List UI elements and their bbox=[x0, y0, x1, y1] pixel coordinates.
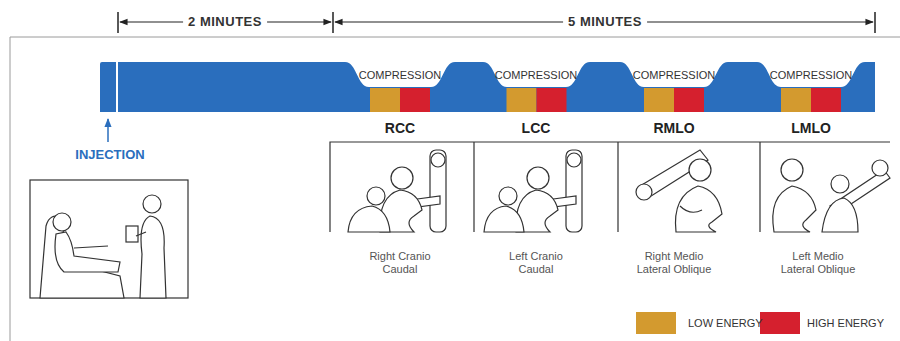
exposure-block bbox=[674, 88, 704, 112]
patient-body bbox=[55, 232, 120, 272]
view-code: LMLO bbox=[791, 120, 831, 136]
patient-arm bbox=[680, 206, 702, 212]
legend-swatch bbox=[636, 312, 676, 334]
phase-label: COMPRESSION bbox=[495, 69, 578, 82]
timeline-band bbox=[100, 62, 875, 112]
injection-marker bbox=[116, 62, 118, 112]
exposure-block bbox=[781, 88, 811, 112]
patient-head bbox=[689, 159, 711, 181]
view-code: RMLO bbox=[653, 120, 694, 136]
view-caption: Left Cranio Caudal bbox=[494, 250, 578, 275]
technician-body bbox=[484, 206, 524, 232]
injection-arrow bbox=[107, 119, 109, 142]
tube-head bbox=[636, 184, 652, 200]
scene-frame bbox=[30, 180, 188, 298]
technician-body bbox=[822, 198, 858, 232]
view-caption: Right Medio Lateral Oblique bbox=[632, 250, 716, 275]
patient-head bbox=[527, 167, 549, 189]
patient-head bbox=[781, 159, 803, 181]
bracket-tick bbox=[874, 12, 876, 33]
exposure-blocks bbox=[370, 88, 841, 112]
exposure-block bbox=[811, 88, 841, 112]
exposure-block bbox=[400, 88, 430, 112]
exposure-block bbox=[507, 88, 537, 112]
technician-head bbox=[831, 175, 849, 193]
bracket-tick bbox=[117, 12, 119, 33]
patient-head bbox=[391, 167, 413, 189]
mlo-view-figure bbox=[773, 159, 890, 232]
exposure-block bbox=[537, 88, 567, 112]
exposure-block bbox=[644, 88, 674, 112]
technician-head bbox=[367, 187, 385, 205]
bracket-tick bbox=[332, 12, 334, 33]
view-caption: Right Cranio Caudal bbox=[358, 250, 442, 275]
nurse-body bbox=[140, 216, 166, 298]
technician-head bbox=[499, 187, 517, 205]
mammography-unit bbox=[566, 150, 582, 232]
view-caption: Left Medio Lateral Oblique bbox=[776, 250, 860, 275]
legend-swatch bbox=[760, 312, 800, 334]
legend-text: LOW ENERGY bbox=[688, 317, 763, 330]
duration-label: 2 MINUTES bbox=[183, 15, 267, 30]
legend-text: HIGH ENERGY bbox=[807, 317, 884, 330]
view-panel-frame bbox=[330, 142, 890, 232]
view-code: RCC bbox=[385, 120, 415, 136]
nurse-arm bbox=[136, 232, 146, 236]
cc-view-figure bbox=[484, 150, 582, 232]
patient-body bbox=[773, 186, 816, 232]
tube-head bbox=[431, 153, 445, 167]
technician-body bbox=[348, 206, 390, 232]
clipboard bbox=[126, 226, 138, 242]
duration-label: 5 MINUTES bbox=[563, 15, 647, 30]
mlo-view-figure bbox=[636, 150, 722, 232]
cc-view-figure bbox=[348, 150, 446, 232]
patient-body bbox=[675, 186, 722, 232]
patient-arm bbox=[74, 246, 108, 248]
panel-frame bbox=[10, 37, 900, 341]
exposure-block bbox=[370, 88, 400, 112]
phase-label: COMPRESSION bbox=[633, 69, 716, 82]
nurse-head bbox=[143, 195, 161, 213]
tube-head bbox=[872, 160, 888, 176]
injection-scene bbox=[30, 180, 188, 298]
mammography-unit bbox=[430, 150, 446, 232]
patient-head bbox=[53, 213, 71, 231]
view-code: LCC bbox=[522, 120, 551, 136]
chair bbox=[40, 216, 124, 298]
event-label: INJECTION bbox=[75, 148, 144, 163]
phase-label: COMPRESSION bbox=[770, 69, 853, 82]
tube-head bbox=[567, 153, 581, 167]
phase-label: COMPRESSION bbox=[359, 69, 442, 82]
